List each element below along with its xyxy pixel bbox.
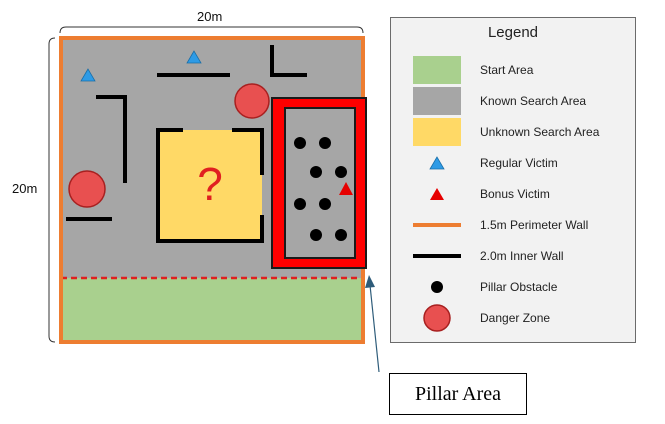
danger-zone bbox=[234, 83, 270, 119]
legend-label: Regular Victim bbox=[480, 156, 558, 170]
known-area-swatch bbox=[413, 87, 461, 115]
legend-item-start-area: Start Area bbox=[391, 56, 635, 84]
legend-item-danger-zone: Danger Zone bbox=[391, 304, 635, 332]
pillar-obstacle-icon bbox=[431, 281, 443, 293]
regular-victim-icon bbox=[429, 156, 445, 170]
callout-arrowhead bbox=[365, 275, 375, 288]
inner-wall bbox=[156, 128, 264, 243]
bonus-victim bbox=[339, 182, 353, 195]
legend-label: Danger Zone bbox=[480, 311, 551, 325]
legend-item-bonus-victim: Bonus Victim bbox=[391, 180, 635, 208]
legend-item-inner-wall: 2.0m Inner Wall bbox=[391, 242, 635, 270]
legend-item-regular-victim: Regular Victim bbox=[391, 149, 635, 177]
height-label: 20m bbox=[12, 181, 38, 196]
danger-zone-icon bbox=[423, 304, 451, 332]
pillar-obstacle bbox=[310, 229, 322, 241]
legend-label: 1.5m Perimeter Wall bbox=[480, 218, 589, 232]
legend-label: Start Area bbox=[480, 63, 534, 77]
pillar-obstacles bbox=[294, 137, 347, 241]
bonus-victim-icon bbox=[430, 188, 444, 200]
pillar-obstacle bbox=[294, 137, 306, 149]
inner-wall bbox=[270, 45, 307, 77]
regular-victim bbox=[186, 50, 202, 64]
callout-arrow bbox=[369, 284, 380, 373]
unknown-area-swatch bbox=[413, 118, 461, 146]
legend-label: Unknown Search Area bbox=[480, 125, 600, 139]
pillar-obstacle bbox=[319, 198, 331, 210]
legend-label: Pillar Obstacle bbox=[480, 280, 558, 294]
unknown-marker: ? bbox=[197, 158, 223, 210]
width-bracket bbox=[59, 26, 364, 34]
inner-wall bbox=[232, 128, 264, 175]
legend-item-unknown-search-area: Unknown Search Area bbox=[391, 118, 635, 146]
inner-wall-icon bbox=[413, 254, 461, 258]
height-bracket bbox=[48, 37, 56, 343]
start-area bbox=[61, 278, 363, 342]
pillar-obstacle bbox=[335, 229, 347, 241]
start-area-swatch bbox=[413, 56, 461, 84]
pillar-obstacle bbox=[294, 198, 306, 210]
pillar-obstacle bbox=[310, 166, 322, 178]
legend: Legend Start Area Known Search Area Unkn… bbox=[390, 17, 636, 343]
pillar-obstacle bbox=[335, 166, 347, 178]
legend-label: Bonus Victim bbox=[480, 187, 550, 201]
legend-item-pillar-obstacle: Pillar Obstacle bbox=[391, 273, 635, 301]
inner-walls bbox=[66, 45, 307, 243]
legend-title: Legend bbox=[487, 24, 539, 41]
danger-zone bbox=[68, 170, 106, 208]
perimeter-wall-icon bbox=[413, 223, 461, 227]
legend-label: Known Search Area bbox=[480, 94, 587, 108]
pillar-area-callout: Pillar Area bbox=[389, 373, 527, 415]
inner-wall bbox=[96, 95, 127, 183]
unknown-search-area bbox=[158, 130, 262, 241]
legend-item-known-search-area: Known Search Area bbox=[391, 87, 635, 115]
legend-label: 2.0m Inner Wall bbox=[480, 249, 564, 263]
regular-victim bbox=[80, 68, 96, 82]
legend-item-perimeter-wall: 1.5m Perimeter Wall bbox=[391, 211, 635, 239]
width-label: 20m bbox=[197, 9, 223, 24]
pillar-obstacle bbox=[319, 137, 331, 149]
